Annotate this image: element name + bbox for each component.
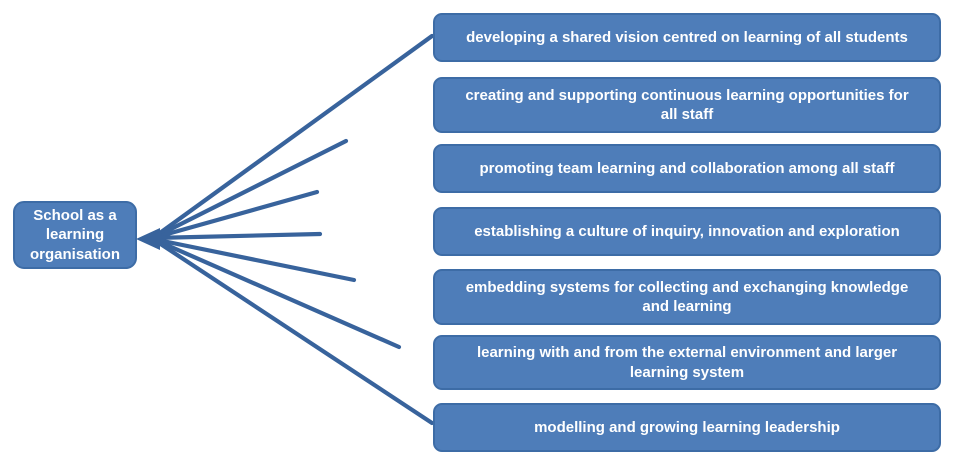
connector-convergence-wedge (136, 228, 160, 250)
branch-node-label: learning with and from the external envi… (476, 344, 898, 381)
connector-line-5 (150, 236, 357, 283)
branch-node-knowledge-systems: embedding systems for collecting and exc… (433, 269, 941, 325)
connector-line-2 (150, 138, 349, 241)
root-node-label: School as a learning organisation (29, 207, 120, 263)
branch-node-label: modelling and growing learning leadershi… (534, 418, 840, 436)
connector-line-7 (150, 236, 435, 426)
branch-node-external-environment: learning with and from the external envi… (433, 335, 941, 390)
branch-node-continuous-learning: creating and supporting continuous learn… (433, 77, 941, 133)
connector-line-6 (150, 236, 402, 350)
branch-node-label: embedding systems for collecting and exc… (465, 278, 909, 315)
connector-line-1 (150, 33, 435, 241)
branch-node-culture-of-inquiry: establishing a culture of inquiry, innov… (433, 207, 941, 256)
connector-line-4 (150, 231, 323, 241)
branch-node-team-learning: promoting team learning and collaboratio… (433, 144, 941, 193)
branch-node-label: creating and supporting continuous learn… (465, 86, 909, 123)
connector-line-3 (150, 189, 320, 241)
branch-node-label: promoting team learning and collaboratio… (479, 159, 895, 177)
branch-node-learning-leadership: modelling and growing learning leadershi… (433, 403, 941, 452)
root-node-school-as-learning-organisation: School as a learning organisation (13, 201, 137, 269)
branch-node-label: establishing a culture of inquiry, innov… (474, 222, 900, 240)
branch-node-shared-vision: developing a shared vision centred on le… (433, 13, 941, 62)
branch-node-label: developing a shared vision centred on le… (466, 28, 908, 46)
